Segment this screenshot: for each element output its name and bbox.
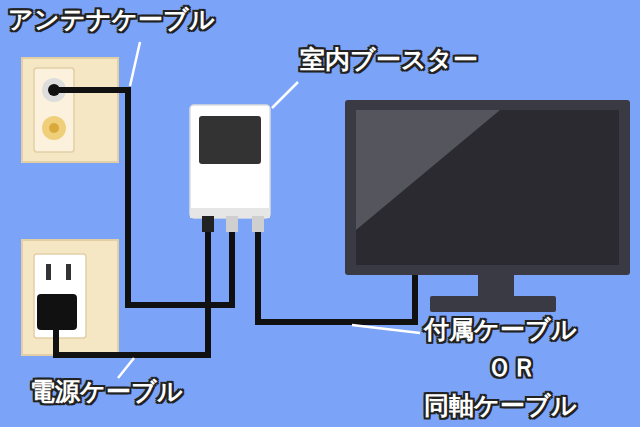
- label-text: アンテナケーブル: [8, 6, 215, 35]
- power-outlet: [22, 240, 118, 355]
- indoor-booster: [190, 105, 270, 232]
- label-text: ＯＲ: [487, 354, 537, 383]
- label-text: 同軸ケーブル: [424, 392, 577, 421]
- label-text: 電源ケーブル: [30, 378, 183, 407]
- television: [345, 100, 630, 312]
- label-text: 付属ケーブル: [424, 316, 577, 345]
- leader-line: [272, 82, 298, 108]
- label-text: 室内ブースター: [300, 46, 478, 75]
- leader-line: [130, 42, 140, 86]
- leader-line: [352, 325, 420, 333]
- power-cable: [56, 228, 208, 355]
- leader-line: [118, 358, 134, 378]
- antenna-outlet: [22, 58, 118, 162]
- leader-lines: [118, 42, 420, 378]
